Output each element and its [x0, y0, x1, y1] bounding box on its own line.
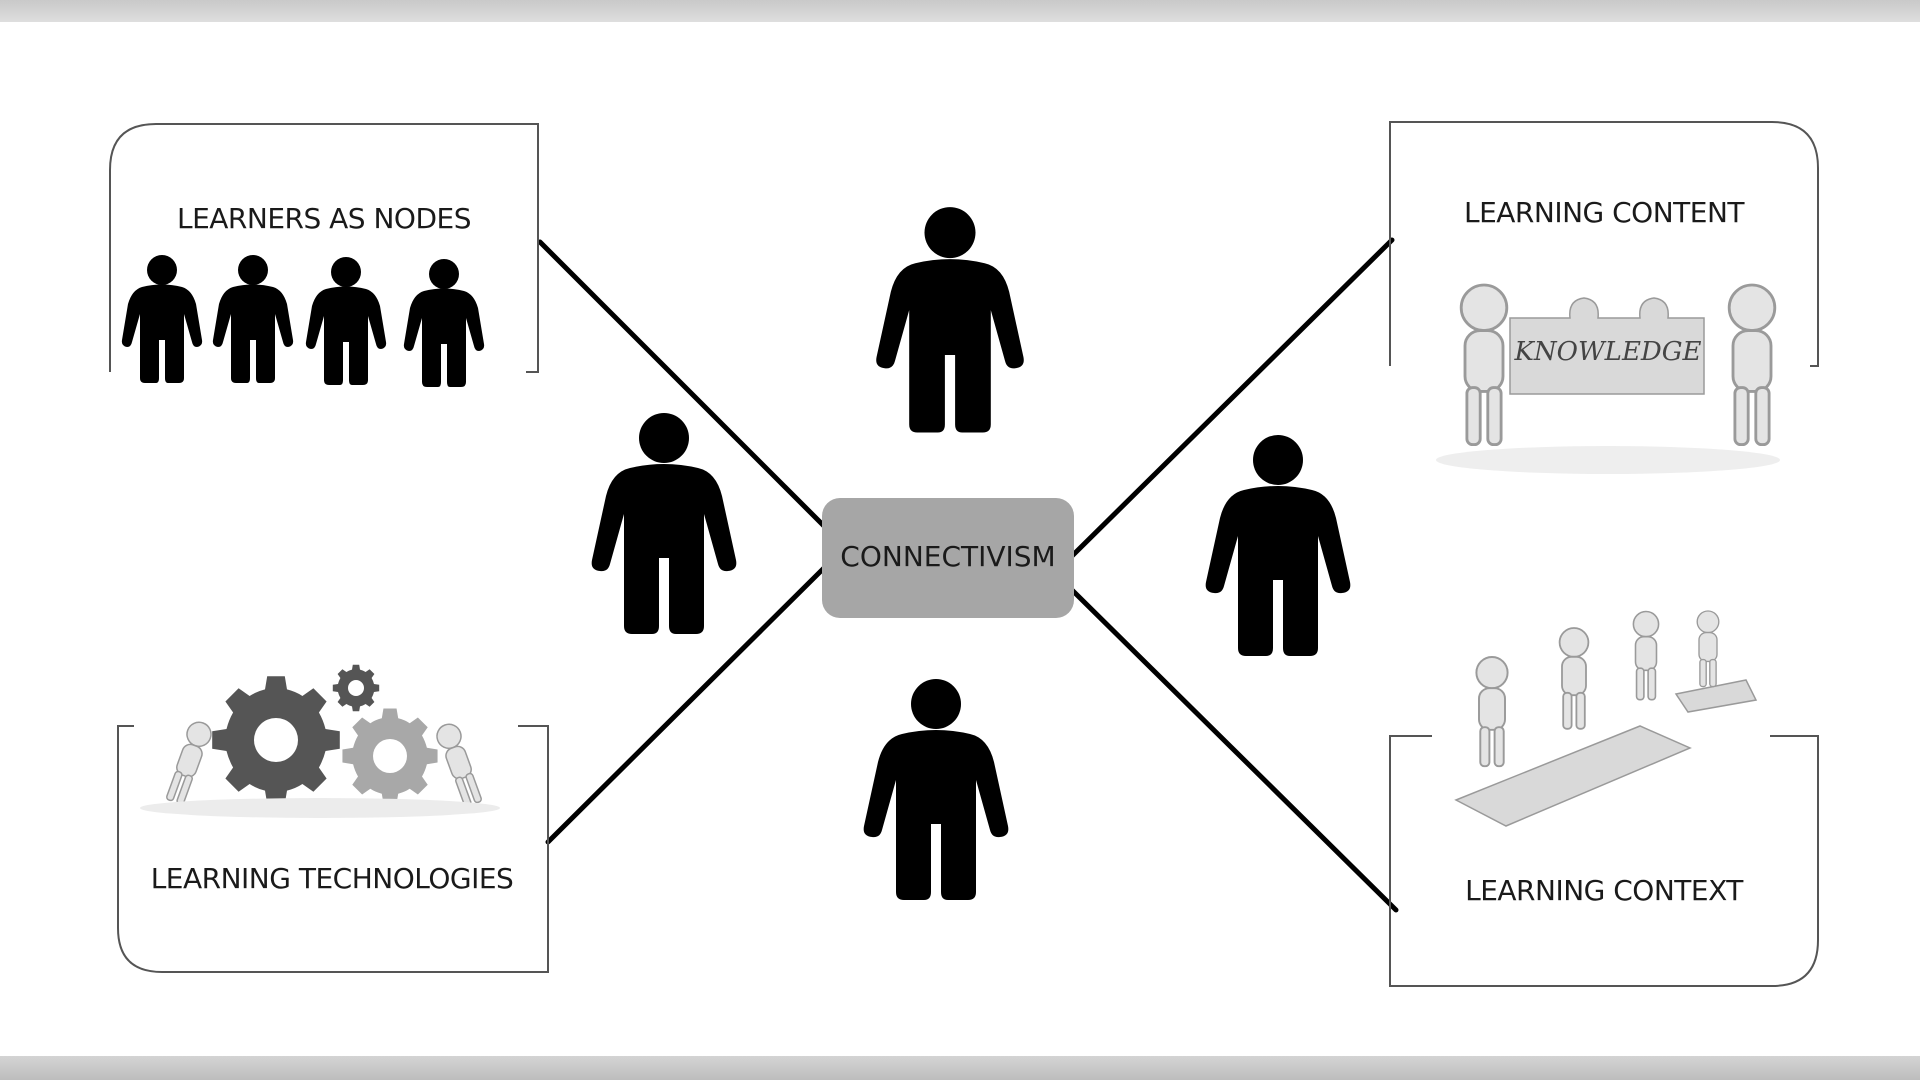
frame-learning-content — [1389, 121, 1819, 367]
bottom-band — [0, 1056, 1920, 1080]
box-learning-content: LEARNING CONTENT KNOWLEDGE — [1389, 121, 1819, 474]
box-learners-as-nodes: LEARNERS AS NODES — [109, 123, 539, 387]
learner-node-person-icon-1 — [121, 255, 203, 383]
label-learning-technologies: LEARNING TECHNOLOGIES — [151, 862, 514, 895]
puzzle-path-people-icon — [1454, 610, 1758, 827]
label-learners-as-nodes: LEARNERS AS NODES — [177, 202, 471, 235]
connector-lines — [537, 237, 1399, 913]
person-icon-right — [1205, 435, 1351, 656]
frame-learners-as-nodes — [109, 123, 539, 373]
link-learning-content — [1069, 237, 1395, 559]
person-icon-bottom — [863, 679, 1009, 900]
link-learning-technologies — [545, 563, 829, 845]
knowledge-puzzle-icon: KNOWLEDGE — [1436, 283, 1780, 474]
center-label: CONNECTIVISM — [840, 540, 1055, 573]
top-band — [0, 0, 1920, 22]
gears-icon — [140, 664, 500, 818]
person-icon-left — [591, 413, 737, 634]
label-learning-content: LEARNING CONTENT — [1464, 196, 1745, 229]
learner-node-person-icon-4 — [403, 259, 485, 387]
center-node: CONNECTIVISM — [822, 498, 1074, 618]
box-learning-context: LEARNING CONTEXT — [1389, 610, 1819, 987]
learner-node-person-icon-3 — [305, 257, 387, 385]
frame-learning-technologies — [117, 725, 549, 973]
link-learning-context — [1069, 587, 1399, 913]
learner-node-person-icon-2 — [212, 255, 294, 383]
frame-learning-context — [1389, 735, 1819, 987]
label-learning-context: LEARNING CONTEXT — [1465, 874, 1744, 907]
knowledge-puzzle-text: KNOWLEDGE — [1513, 337, 1701, 367]
center-box — [822, 498, 1074, 618]
link-learners-as-nodes — [537, 239, 831, 533]
box-learning-technologies: LEARNING TECHNOLOGIES — [117, 664, 549, 973]
person-icon-top — [876, 207, 1024, 433]
